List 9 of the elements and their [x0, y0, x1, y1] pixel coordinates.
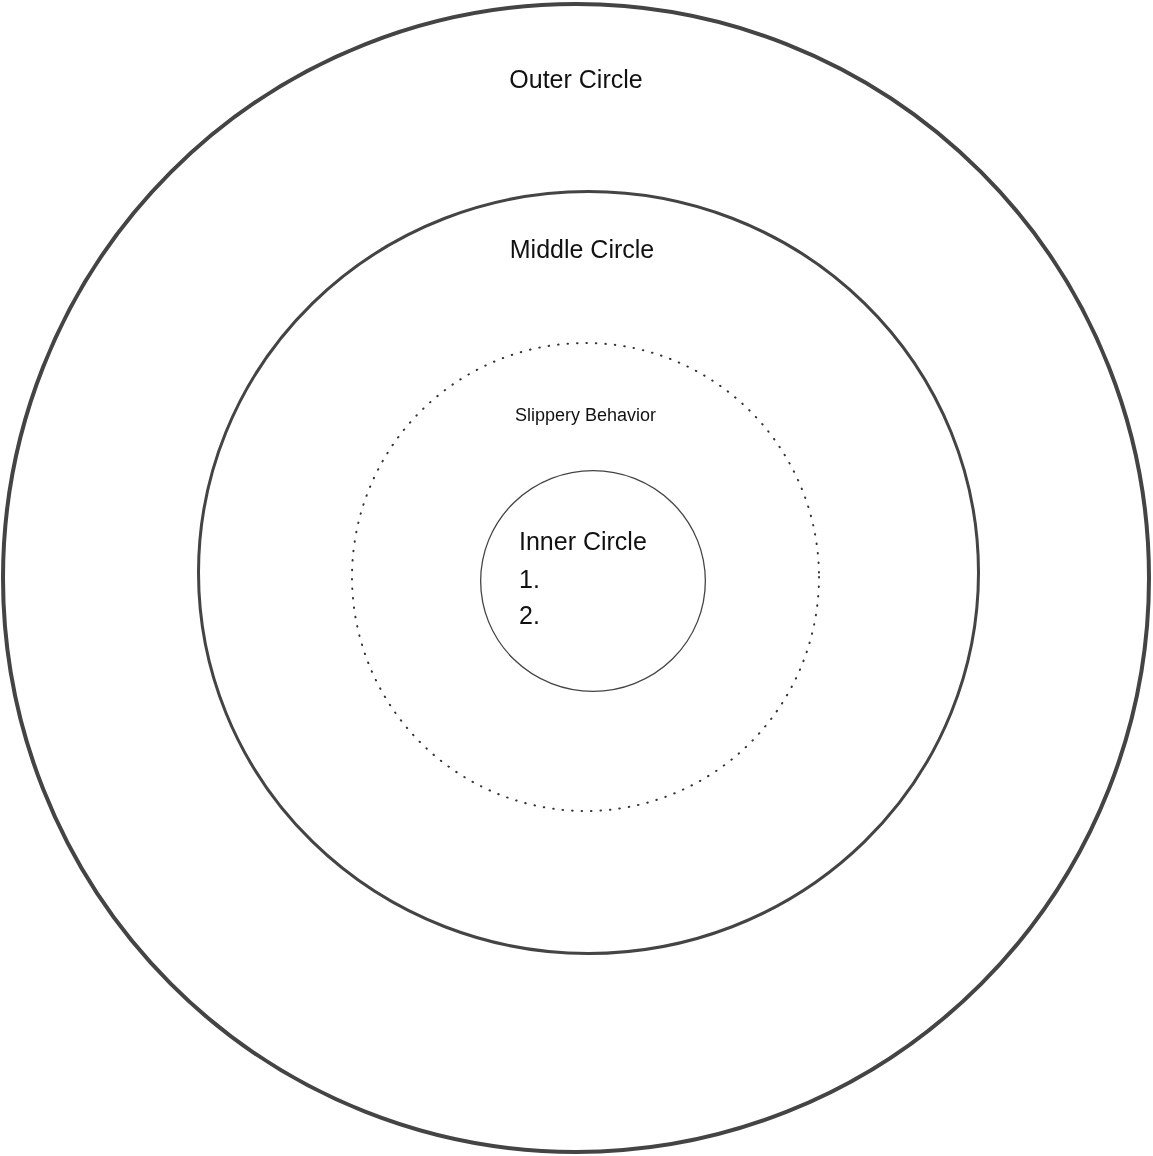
circle-label: Outer Circle	[509, 64, 643, 94]
list-number: 2.	[519, 600, 540, 630]
middle-circle	[197, 190, 980, 955]
dotted-circle	[351, 342, 820, 812]
circle-label: Slippery Behavior	[514, 405, 657, 427]
circle-label: Middle Circle	[509, 234, 655, 264]
inner-circle	[480, 470, 706, 692]
circle-label: Inner Circle	[519, 526, 647, 556]
list-number: 1.	[519, 564, 540, 594]
